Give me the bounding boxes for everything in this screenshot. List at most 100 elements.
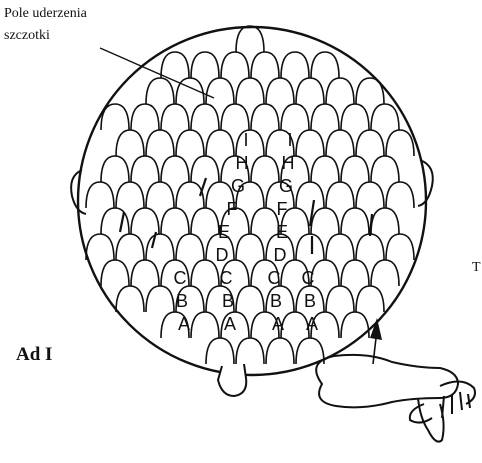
scale-arc xyxy=(251,52,279,78)
callout-label-line-1: Pole uderzenia xyxy=(4,6,87,22)
scale-arc xyxy=(236,286,264,312)
scale-arc xyxy=(146,234,174,260)
scale-arc xyxy=(356,286,384,312)
scale-arc xyxy=(86,234,114,260)
row-letter-b: B xyxy=(222,291,234,311)
row-letter-g: G xyxy=(279,176,293,196)
scale-arc xyxy=(101,156,129,182)
scale-arc xyxy=(206,78,234,104)
scale-arc xyxy=(161,104,189,130)
scale-arc xyxy=(251,156,279,182)
scale-arc xyxy=(281,312,309,338)
scale-arc xyxy=(206,338,234,364)
scale-arc xyxy=(311,52,339,78)
row-letter-h: H xyxy=(282,153,295,173)
scale-arc xyxy=(101,260,129,286)
edge-mark: T xyxy=(472,260,481,276)
scale-arc xyxy=(266,338,294,364)
scale-arc xyxy=(116,286,144,312)
scale-arc xyxy=(236,234,264,260)
scale-arc xyxy=(191,208,219,234)
row-letter-f: F xyxy=(277,199,288,219)
row-letter-g: G xyxy=(231,176,245,196)
scale-arc xyxy=(296,130,324,156)
scale-arc xyxy=(236,26,264,52)
scale-arc xyxy=(341,260,369,286)
panel-label: Ad I xyxy=(16,344,52,366)
row-letter-f: F xyxy=(227,199,238,219)
scale-arc xyxy=(356,130,384,156)
scale-arc xyxy=(341,104,369,130)
scale-arc xyxy=(296,234,324,260)
row-letter-a: A xyxy=(272,314,284,334)
scale-arc xyxy=(371,156,399,182)
row-letter-i: I xyxy=(287,130,292,150)
row-letter-c: C xyxy=(302,268,315,288)
scale-arc xyxy=(191,52,219,78)
scale-arc xyxy=(221,104,249,130)
scale-arc xyxy=(251,208,279,234)
scale-arc xyxy=(131,208,159,234)
scale-arc xyxy=(206,130,234,156)
scale-arc xyxy=(131,104,159,130)
scale-arc xyxy=(356,182,384,208)
scale-arc xyxy=(146,78,174,104)
scale-arc xyxy=(176,130,204,156)
row-letter-b: B xyxy=(270,291,282,311)
scale-arc xyxy=(191,312,219,338)
scale-arc xyxy=(281,52,309,78)
scale-arc xyxy=(341,208,369,234)
scale-arc xyxy=(221,52,249,78)
row-letter-c: C xyxy=(220,268,233,288)
scale-arc xyxy=(341,156,369,182)
row-letter-b: B xyxy=(176,291,188,311)
scale-arc xyxy=(236,338,264,364)
scale-arc xyxy=(386,130,414,156)
scale-arc xyxy=(311,260,339,286)
scale-arc xyxy=(326,286,354,312)
row-letter-d: D xyxy=(274,245,287,265)
scale-arc xyxy=(116,234,144,260)
scale-pattern xyxy=(86,26,414,364)
scale-arc xyxy=(176,234,204,260)
scale-arc xyxy=(311,104,339,130)
scale-arc xyxy=(386,234,414,260)
row-letter-c: C xyxy=(268,268,281,288)
scale-arc xyxy=(86,182,114,208)
scale-arc xyxy=(311,156,339,182)
row-letter-e: E xyxy=(218,222,230,242)
scale-arc xyxy=(326,234,354,260)
scale-arc xyxy=(161,156,189,182)
row-letter-a: A xyxy=(178,314,190,334)
callout-label-line-2: szczotki xyxy=(4,28,50,44)
scale-arc xyxy=(161,208,189,234)
scale-arc xyxy=(326,78,354,104)
scale-arc xyxy=(326,130,354,156)
scale-arc xyxy=(356,234,384,260)
scale-arc xyxy=(326,182,354,208)
row-letter-i: I xyxy=(243,130,248,150)
scale-arc xyxy=(236,78,264,104)
scale-arc xyxy=(146,182,174,208)
scale-arc xyxy=(116,130,144,156)
scale-arc xyxy=(296,78,324,104)
disc-stalk xyxy=(218,364,246,396)
row-letter-h: H xyxy=(236,153,249,173)
scale-arc xyxy=(146,286,174,312)
row-letter-a: A xyxy=(306,314,318,334)
brush-sketch xyxy=(316,355,475,442)
scale-arc xyxy=(266,78,294,104)
row-letter-a: A xyxy=(224,314,236,334)
row-letter-e: E xyxy=(276,222,288,242)
scale-arc xyxy=(251,104,279,130)
scale-arc xyxy=(386,182,414,208)
row-letter-c: C xyxy=(174,268,187,288)
row-letter-b: B xyxy=(304,291,316,311)
scale-arc xyxy=(176,78,204,104)
scale-arc xyxy=(311,208,339,234)
row-letter-d: D xyxy=(216,245,229,265)
scale-arc xyxy=(131,156,159,182)
scale-arc xyxy=(371,208,399,234)
